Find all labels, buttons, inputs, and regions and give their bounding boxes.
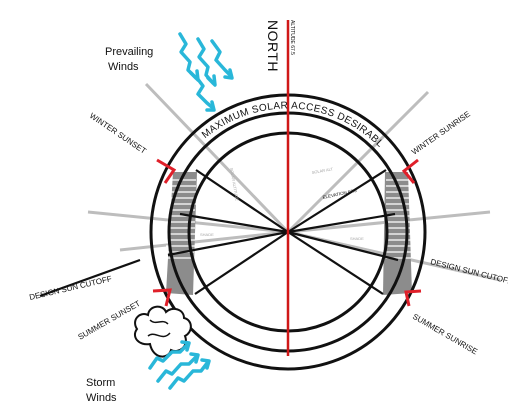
summer-sunset-label: SUMMER SUNSET (77, 299, 142, 342)
latitude-note: ALTITUDE 67.5 (289, 20, 295, 55)
design-sun-cutoff-left-label: DESIGN SUN CUTOFF (28, 274, 112, 302)
svg-text:SOLAR ALT: SOLAR ALT (311, 166, 334, 175)
design-sun-cutoff-right-label: DESIGN SUN CUTOFF (430, 257, 508, 286)
faint-notes: SOLAR ALTITUDE SOLAR ALT SHADE SHADE (200, 166, 364, 241)
storm-winds-label: Storm (86, 377, 115, 389)
winter-sunrise-label: WINTER SUNRISE (410, 109, 472, 156)
prevailing-winds-label: Prevailing (105, 46, 153, 58)
svg-text:SHADE: SHADE (200, 232, 214, 237)
prevailing-winds-label-2: Winds (108, 61, 139, 73)
svg-text:SHADE: SHADE (350, 236, 364, 241)
north-label: NORTH (265, 20, 281, 72)
storm-winds-label-2: Winds (86, 392, 117, 404)
winter-sunset-label: WINTER SUNSET (88, 111, 148, 156)
summer-sunrise-label: SUMMER SUNRISE (411, 312, 479, 356)
shaded-arc-left (166, 172, 197, 295)
wind-arrows-icon (180, 34, 232, 110)
svg-text:SOLAR ALTITUDE: SOLAR ALTITUDE (229, 167, 240, 201)
